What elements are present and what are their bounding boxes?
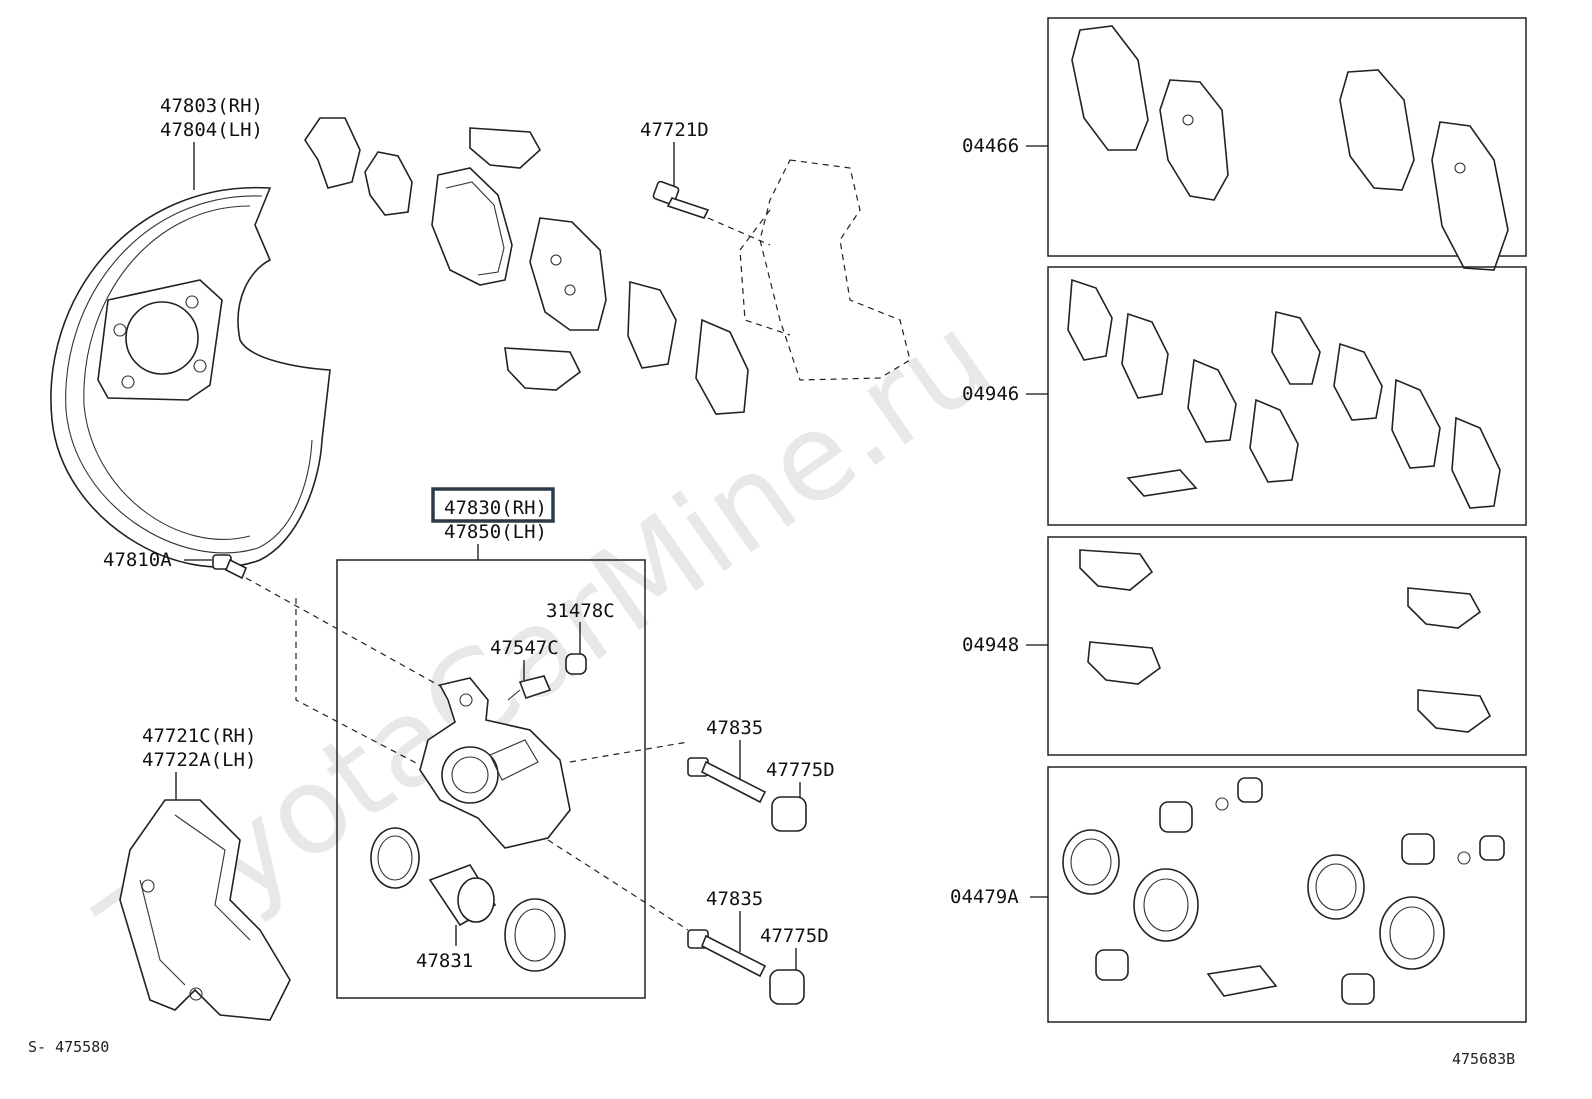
caliper-body[interactable]: [419, 677, 571, 849]
brake-pads[interactable]: [431, 167, 607, 331]
bolt-47810a[interactable]: [212, 554, 248, 580]
label-47721c: 47721C(RH): [142, 725, 256, 747]
kit-box-04479a[interactable]: [1047, 766, 1527, 1023]
kit-box-04948[interactable]: [1047, 536, 1527, 756]
footer-left-ref: S- 475580: [28, 1038, 109, 1056]
highlight-47830[interactable]: [431, 487, 555, 523]
label-04948: 04948: [962, 634, 1019, 656]
piston[interactable]: [428, 864, 497, 927]
dust-shield[interactable]: [50, 186, 331, 568]
piston-seal[interactable]: [370, 827, 420, 889]
label-04479a: 04479A: [950, 886, 1019, 908]
label-47803: 47803(RH): [160, 95, 263, 117]
footer-right-ref: 475683B: [1452, 1050, 1515, 1068]
guide-pin-lower[interactable]: [687, 929, 767, 978]
guide-pin-upper[interactable]: [687, 757, 767, 804]
piston-boot[interactable]: [504, 898, 566, 972]
bleeder-cap[interactable]: [565, 653, 587, 675]
bleeder-screw[interactable]: [507, 675, 552, 701]
label-47804: 47804(LH): [160, 119, 263, 141]
label-47835-upper: 47835: [706, 717, 763, 739]
label-47547c: 47547C: [490, 637, 559, 659]
label-31478c: 31478C: [546, 600, 615, 622]
label-47831: 47831: [416, 950, 473, 972]
upper-shims[interactable]: [304, 117, 749, 415]
kit-04479a-seals: [1062, 777, 1505, 1005]
kit-box-04466[interactable]: [1047, 17, 1527, 257]
kit-box-04946[interactable]: [1047, 266, 1527, 526]
label-47721d: 47721D: [640, 119, 709, 141]
caliper-bracket-dashed: [739, 159, 911, 381]
label-47810a: 47810A: [103, 549, 172, 571]
label-04946: 04946: [962, 383, 1019, 405]
kit-04466-pads: [1071, 25, 1509, 271]
pin-boot-lower[interactable]: [769, 969, 805, 1005]
caliper-assembly-box: [336, 559, 646, 999]
label-47722a: 47722A(LH): [142, 749, 256, 771]
label-47775d-upper: 47775D: [766, 759, 835, 781]
pin-boot-upper[interactable]: [771, 796, 807, 832]
kit-04946-shims: [1067, 278, 1501, 509]
label-47850: 47850(LH): [444, 521, 547, 543]
caliper-mount-bracket[interactable]: [119, 799, 291, 1021]
label-47835-lower: 47835: [706, 888, 763, 910]
kit-04948-clips: [1079, 549, 1492, 733]
label-04466: 04466: [962, 135, 1019, 157]
label-47830: 47830(RH): [444, 497, 547, 519]
bolt-47721d[interactable]: [652, 180, 710, 219]
label-47775d-lower: 47775D: [760, 925, 829, 947]
